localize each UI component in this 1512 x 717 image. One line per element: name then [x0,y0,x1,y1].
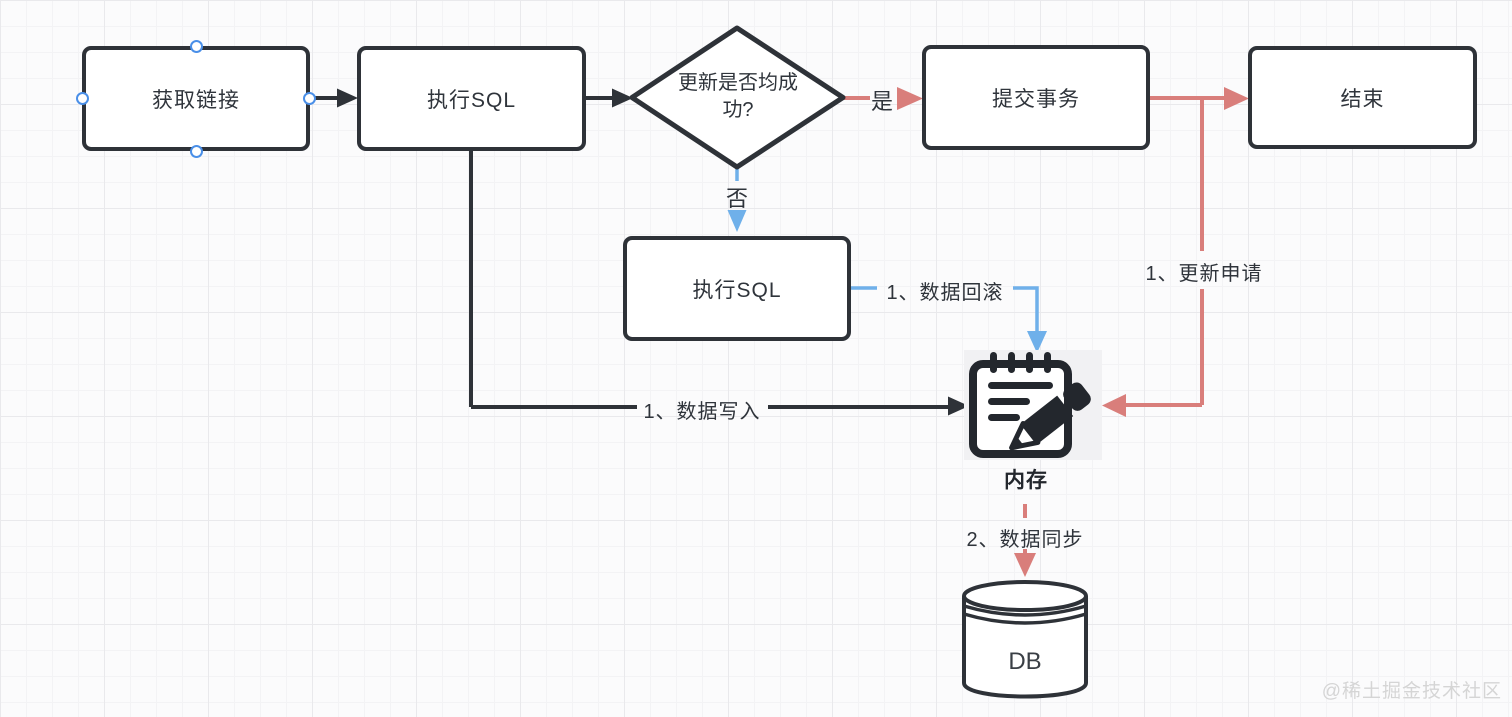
node-end[interactable]: 结束 [1248,46,1477,149]
connection-handle-bottom[interactable] [190,145,203,158]
edge-update-request [1102,98,1204,417]
edge-commit-to-end [1150,87,1249,110]
edge-label-data-write: 1、数据写入 [643,401,761,423]
edge-data-sync [1014,504,1036,577]
edge-yes [843,87,923,110]
node-execute-sql[interactable]: 执行SQL [357,46,586,151]
edge-executesql-to-decision [586,88,633,108]
edge-label-data-rollback: 1、数据回滚 [886,282,1004,304]
node-commit-transaction-label: 提交事务 [992,87,1080,111]
connection-handle-right[interactable] [303,92,316,105]
connection-handle-left[interactable] [76,92,89,105]
node-execute-sql-rollback-label: 执行SQL [692,278,782,302]
node-execute-sql-rollback[interactable]: 执行SQL [623,236,851,341]
pencil-icon [1009,382,1091,451]
db-label: DB [1008,648,1042,675]
edge-label-update-request: 1、更新申请 [1145,263,1263,285]
edge-label-data-sync: 2、数据同步 [966,529,1084,551]
edge-data-write [469,149,969,416]
decision-node-shape[interactable] [629,25,846,170]
node-get-connection[interactable]: 获取链接 [82,46,310,151]
node-end-label: 结束 [1340,87,1385,111]
connection-handle-top[interactable] [190,40,203,53]
memory-label: 内存 [1004,469,1048,492]
edge-label-no: 否 [725,186,748,211]
node-execute-sql-label: 执行SQL [426,88,517,112]
node-decision-label: 更新是否均成功? [678,72,798,121]
node-commit-transaction[interactable]: 提交事务 [922,45,1150,150]
db-cylinder[interactable] [962,580,1088,699]
edge-getconnection-to-executesql [310,88,358,108]
node-get-connection-label: 获取链接 [152,88,240,112]
edge-label-yes: 是 [870,89,893,114]
edge-data-rollback [851,286,1047,353]
memory-notepad-icon[interactable] [964,350,1102,460]
watermark: @稀土掘金技术社区 [1321,681,1502,702]
